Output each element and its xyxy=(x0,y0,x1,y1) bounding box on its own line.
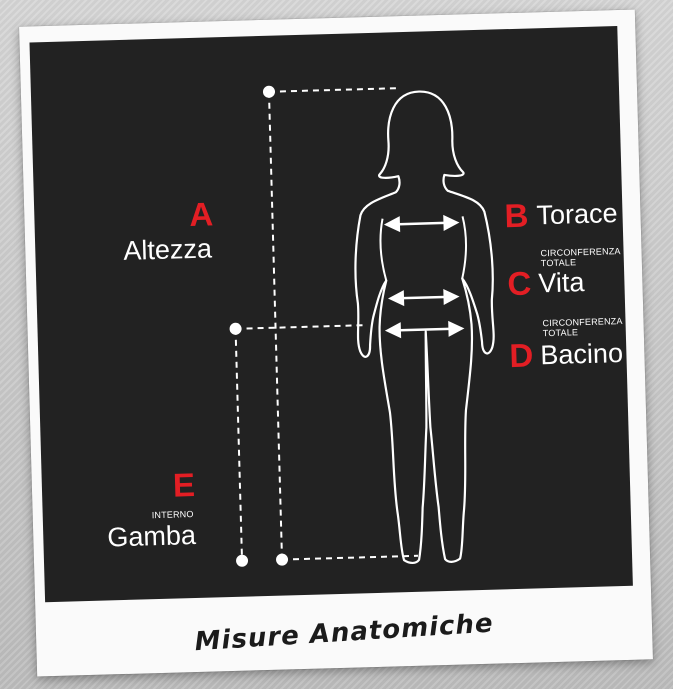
label-b-letter: B xyxy=(503,196,529,235)
crotch-guide-line xyxy=(235,324,368,330)
label-e-note: INTERNO xyxy=(151,509,194,521)
label-d-word: Bacino xyxy=(540,337,624,371)
caption-handwritten: Misure Anatomiche xyxy=(193,608,495,658)
label-c-letter: C xyxy=(506,264,532,303)
chest-arrow xyxy=(383,214,460,233)
height-bottom-dot xyxy=(276,553,289,566)
height-top-guide-line xyxy=(268,87,399,93)
female-silhouette xyxy=(354,90,495,565)
inseam-bottom-dot xyxy=(236,554,249,567)
label-a-word: Altezza xyxy=(122,233,213,266)
height-top-dot xyxy=(262,85,275,98)
hip-arrow xyxy=(384,320,465,339)
left-torso-edge xyxy=(379,218,388,281)
waist-arrow xyxy=(387,288,460,307)
floor-guide-line xyxy=(281,554,419,561)
polaroid-frame: A Altezza B Torace CIRCONFERENZA TOTALE … xyxy=(19,9,653,677)
right-torso-edge xyxy=(461,216,468,279)
label-a-letter: A xyxy=(188,195,214,234)
diagram-panel: A Altezza B Torace CIRCONFERENZA TOTALE … xyxy=(29,26,633,603)
height-guide-line xyxy=(267,91,283,558)
label-d-note2: TOTALE xyxy=(542,327,579,339)
label-e-letter: E xyxy=(172,466,196,504)
inseam-guide-line xyxy=(234,328,243,559)
body-measurement-diagram xyxy=(229,85,495,567)
label-e-word: Gamba xyxy=(106,519,197,553)
label-d-letter: D xyxy=(508,336,534,375)
label-c-word: Vita xyxy=(537,267,585,299)
label-b-word: Torace xyxy=(536,198,618,231)
inseam-top-dot xyxy=(229,322,242,335)
